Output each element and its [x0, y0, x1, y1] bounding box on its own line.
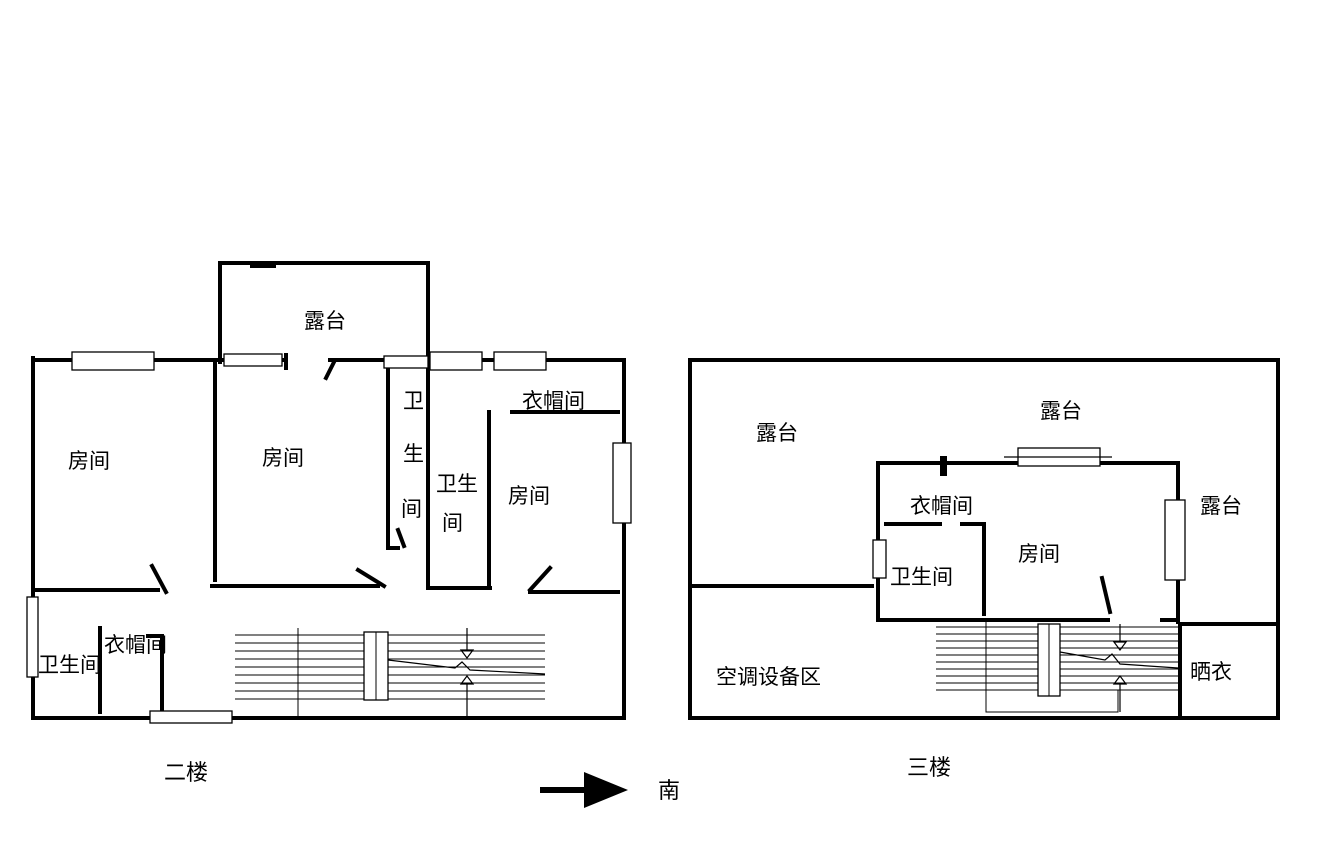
label-terrace-west: 露台 — [756, 421, 798, 445]
second-floor-plan: 露台 房间 房间 房间 卫 生 间 卫生 间 衣帽间 卫生间 衣帽间 — [26, 261, 632, 724]
label-bath-center-2: 间 — [442, 511, 463, 535]
door-narrow-bath — [395, 527, 407, 549]
staircase-3f — [936, 620, 1179, 713]
inner-block-west — [876, 461, 1110, 622]
door-east-room — [527, 565, 553, 593]
caption-third-floor: 三楼 — [907, 756, 951, 781]
south-arrow-icon — [540, 772, 628, 808]
outer-walls-3f — [688, 358, 1280, 720]
label-bath-3f: 卫生间 — [890, 565, 953, 589]
door-room-3f — [1099, 575, 1113, 615]
label-bath-narrow-3: 间 — [401, 497, 422, 521]
label-room-middle: 房间 — [262, 446, 304, 470]
window-3f-bath — [872, 539, 887, 579]
wall-narrow-bath-west — [386, 366, 400, 550]
window-north-1 — [71, 351, 155, 371]
label-closet-southwest: 衣帽间 — [104, 633, 167, 657]
third-floor-plan: 露台 露台 露台 衣帽间 房间 卫生间 空调设备区 晒衣 — [688, 358, 1280, 720]
wall-center-bath-west — [426, 360, 492, 590]
label-bath-southwest: 卫生间 — [38, 653, 101, 677]
label-drying: 晒衣 — [1190, 660, 1232, 684]
compass-label-south: 南 — [658, 779, 680, 804]
label-terrace-north: 露台 — [1040, 399, 1082, 423]
label-bath-narrow-2: 生 — [403, 442, 424, 466]
label-terrace-east: 露台 — [1200, 494, 1242, 518]
window-north-5 — [493, 351, 547, 371]
label-room-east: 房间 — [508, 484, 550, 508]
wall-bath-room — [960, 522, 986, 616]
door-middle-room-north — [323, 359, 337, 381]
window-south — [149, 710, 233, 724]
window-west — [26, 596, 39, 678]
door-west-room — [149, 563, 169, 595]
caption-second-floor: 二楼 — [164, 761, 208, 786]
label-bath-narrow-1: 卫 — [403, 389, 424, 413]
label-closet-3f: 衣帽间 — [910, 494, 973, 518]
label-terrace: 露台 — [304, 309, 346, 333]
label-room-west: 房间 — [68, 449, 110, 473]
label-bath-center-1: 卫生 — [436, 472, 478, 496]
staircase-2f — [235, 628, 546, 718]
terrace-walls — [218, 261, 430, 364]
door-middle-room — [355, 567, 387, 589]
window-north-4 — [429, 351, 483, 371]
window-north-3 — [383, 355, 429, 369]
label-ac-area: 空调设备区 — [716, 665, 821, 689]
window-north-2 — [223, 353, 283, 367]
door-mark-north — [940, 456, 947, 476]
terrace-drain-mark — [250, 263, 276, 268]
label-room-3f: 房间 — [1018, 542, 1060, 566]
window-3f-east — [1164, 499, 1186, 581]
label-closet-east: 衣帽间 — [522, 389, 585, 413]
window-east — [612, 442, 632, 524]
